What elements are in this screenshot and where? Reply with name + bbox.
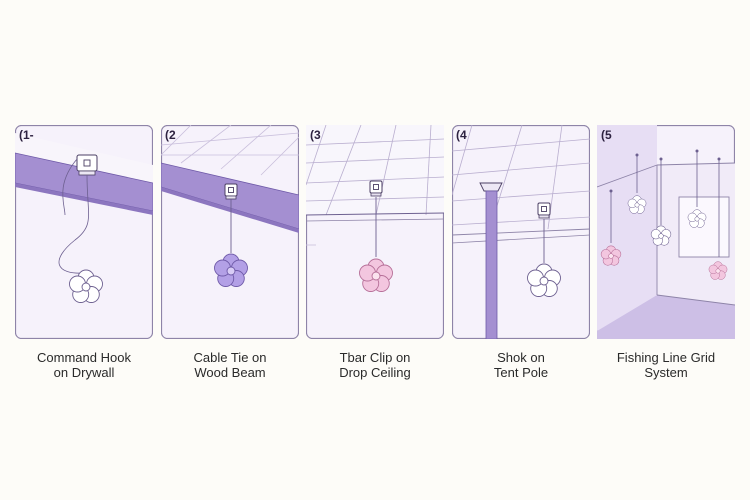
panel-tbar-clip: (3 xyxy=(306,125,444,339)
caption-command-hook: Command Hook on Drywall xyxy=(9,350,159,380)
step-number: (5 xyxy=(601,128,612,142)
caption-line: Cable Tie on xyxy=(193,350,267,365)
step-number: (1- xyxy=(19,128,34,142)
caption-line: Tent Pole xyxy=(493,365,549,380)
caption-line: Shok on xyxy=(497,350,545,365)
step-number: (3 xyxy=(310,128,321,142)
caption-line: Tbar Clip on xyxy=(339,350,411,365)
caption-tent-pole: Shok on Tent Pole xyxy=(446,350,596,380)
fishing-line-grid-illustration xyxy=(597,125,735,339)
caption-line: Wood Beam xyxy=(194,365,266,380)
panel-tent-pole: (4 xyxy=(452,125,590,339)
step-number: (4 xyxy=(456,128,467,142)
caption-line: Drop Ceiling xyxy=(339,365,411,380)
caption-line: Fishing Line Grid xyxy=(616,350,716,365)
command-hook-illustration xyxy=(15,125,153,339)
caption-cable-tie: Cable Tie on Wood Beam xyxy=(155,350,305,380)
panel-fishing-line-grid: (5 xyxy=(597,125,735,339)
cable-tie-illustration xyxy=(161,125,299,339)
tent-pole-illustration xyxy=(452,125,590,339)
caption-line: on Drywall xyxy=(53,365,115,380)
panel-command-hook: (1- xyxy=(15,125,153,339)
caption-line: System xyxy=(644,365,688,380)
caption-fishing-line-grid: Fishing Line Grid System xyxy=(591,350,741,380)
step-number: (2 xyxy=(165,128,176,142)
caption-line: Command Hook xyxy=(37,350,131,365)
tbar-clip-illustration xyxy=(306,125,444,339)
caption-tbar-clip: Tbar Clip on Drop Ceiling xyxy=(300,350,450,380)
panel-cable-tie: (2 xyxy=(161,125,299,339)
